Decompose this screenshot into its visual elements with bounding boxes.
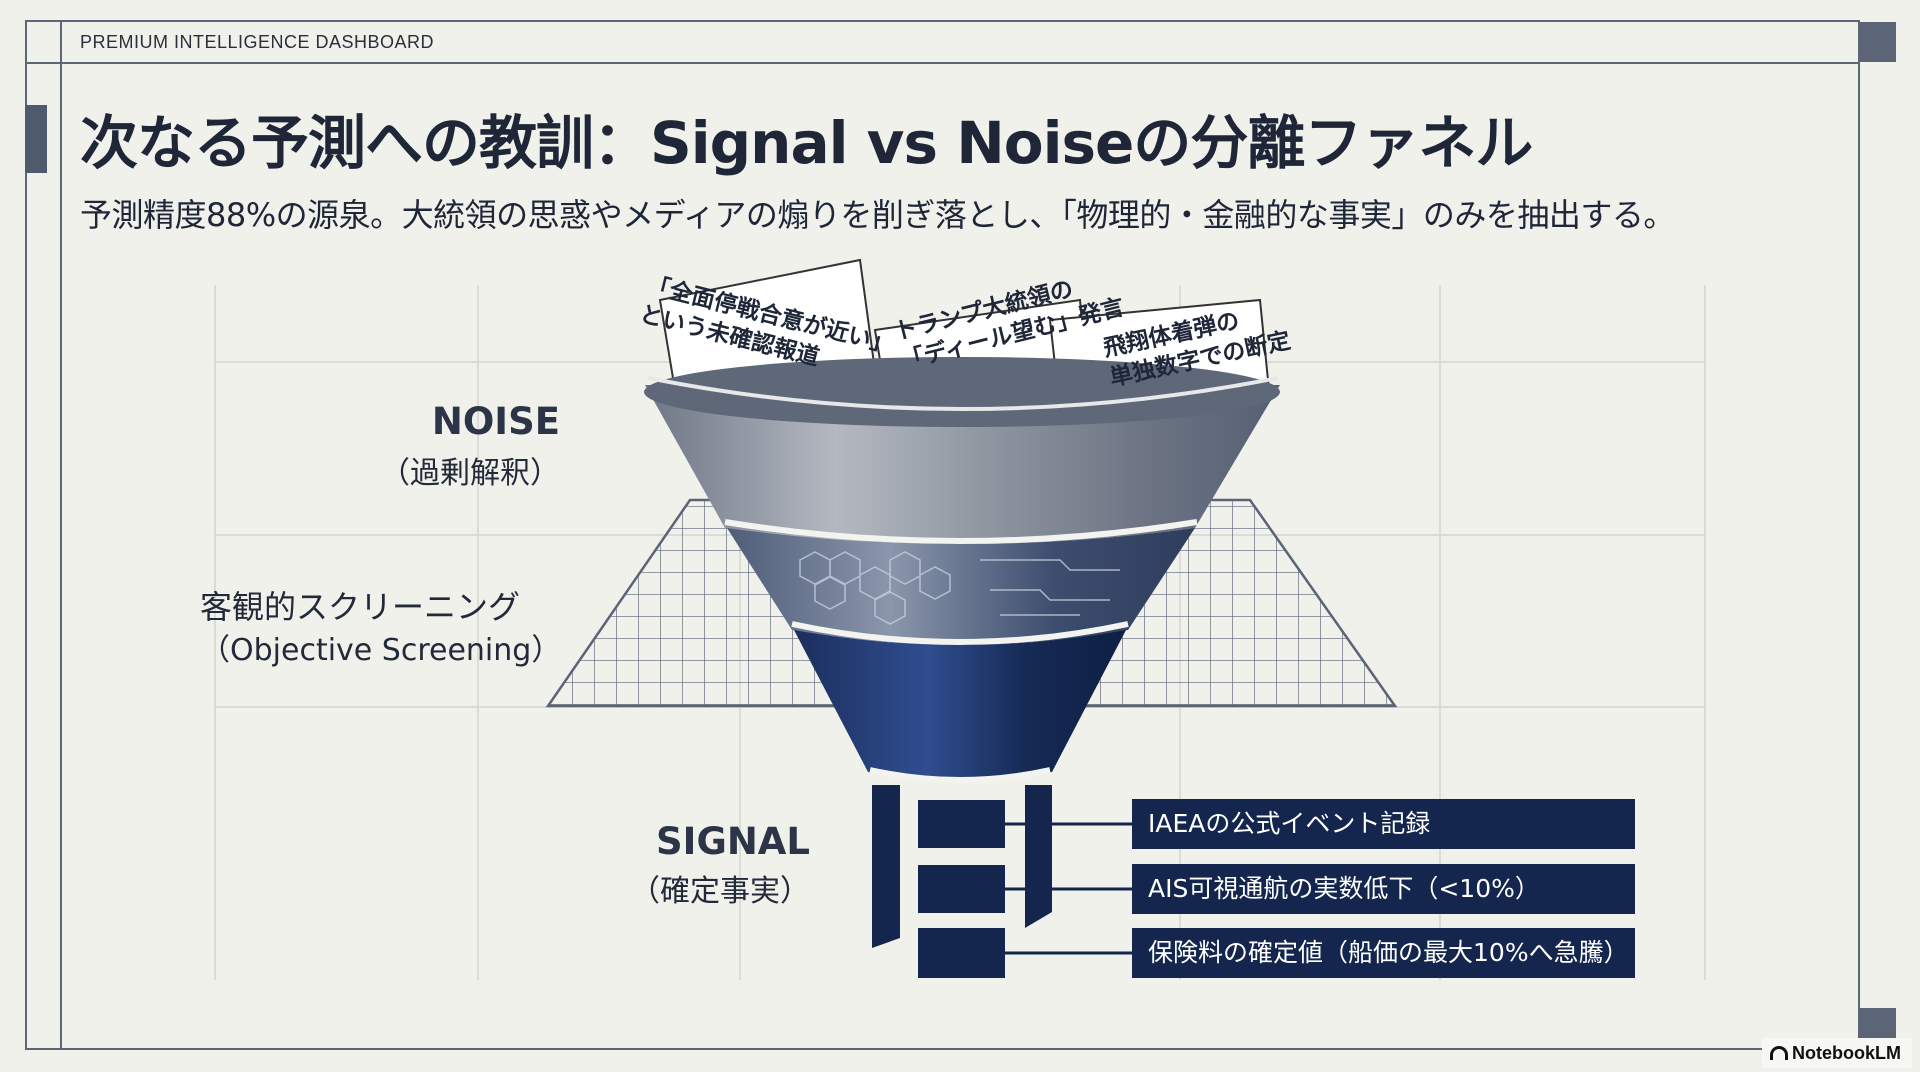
funnel-signal-section (794, 630, 1126, 781)
noise-label: NOISE (360, 400, 560, 443)
signal-pipes (872, 785, 1052, 978)
signal-connectors (1005, 824, 1132, 953)
funnel-noise-section (644, 357, 1280, 544)
noise-sublabel: （過剰解釈） (360, 448, 560, 492)
signal-label: SIGNAL (560, 820, 810, 863)
watermark-text: NotebookLM (1792, 1043, 1901, 1063)
funnel-screening-section (727, 528, 1195, 645)
screening-label: 客観的スクリーニング (200, 582, 562, 628)
notebooklm-watermark: NotebookLM (1762, 1038, 1912, 1068)
signal-item-iaea: IAEAの公式イベント記録 (1132, 799, 1635, 849)
signal-sublabel: （確定事実） (560, 866, 810, 910)
signal-item-ais: AIS可視通航の実数低下（<10%） (1132, 864, 1635, 914)
notebooklm-logo-icon (1770, 1046, 1788, 1060)
screening-sublabel: （Objective Screening） (200, 625, 562, 669)
signal-item-insurance: 保険料の確定値（船価の最大10%へ急騰） (1132, 928, 1635, 978)
